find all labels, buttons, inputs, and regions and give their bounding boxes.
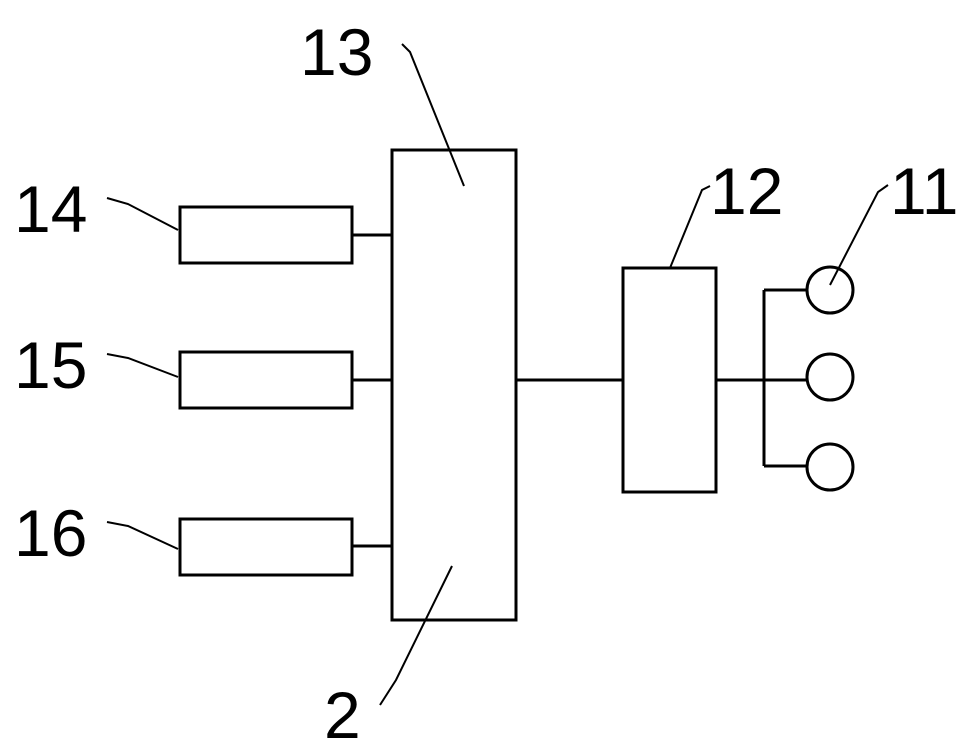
label-14: 14 — [14, 172, 87, 246]
label-11: 11 — [890, 154, 959, 228]
label-15: 15 — [14, 328, 87, 402]
leader-13 — [401, 43, 465, 187]
label-2: 2 — [324, 678, 361, 752]
sensor-block-14 — [178, 205, 354, 265]
output-circle-middle — [805, 352, 855, 402]
output-circle-top — [805, 265, 855, 315]
leader-12 — [669, 185, 711, 269]
main-unit-block — [390, 148, 518, 622]
label-12: 12 — [710, 154, 783, 228]
output-circle-bottom — [805, 442, 855, 492]
label-16: 16 — [14, 496, 87, 570]
relay-block-12 — [621, 266, 718, 494]
leader-11 — [829, 184, 889, 286]
label-13: 13 — [300, 15, 373, 89]
leader-15 — [106, 353, 179, 378]
leader-2 — [379, 565, 453, 706]
sensor-block-15 — [178, 350, 354, 410]
sensor-block-16 — [178, 517, 354, 577]
leader-14 — [106, 197, 179, 231]
leader-16 — [106, 521, 179, 550]
